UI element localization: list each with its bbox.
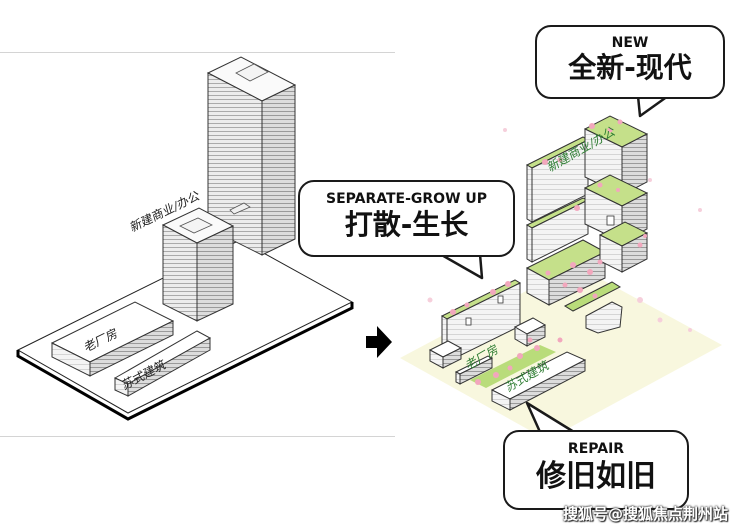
rooftop-unit: [235, 63, 269, 82]
bubble-repair-en: REPAIR: [567, 441, 625, 457]
top-divider: [0, 52, 395, 53]
bubble-repair-cn: 修旧如旧: [536, 459, 656, 494]
mid-tower: [161, 207, 235, 322]
bubble-new: NEW 全新-现代: [535, 25, 725, 99]
watermark: 搜狐号@搜狐焦点荆州站: [562, 505, 728, 523]
ground-plane: [400, 265, 722, 440]
stacked-tower-right: [583, 115, 649, 273]
podium-bridge: [229, 202, 251, 215]
old-factory-block: [50, 301, 175, 377]
bubble-repair: REPAIR 修旧如旧: [503, 430, 689, 510]
pentagon-block: [585, 301, 623, 334]
bubble-separate-cn: 打散-生长: [344, 208, 469, 241]
lower-terrace: [563, 281, 622, 312]
bubble-tail-separate: [438, 252, 484, 280]
after-scene: 新建商业/办公 老厂房 苏式建筑: [400, 115, 722, 440]
courtyard-green: [470, 345, 556, 388]
pink-trees: [450, 119, 647, 385]
bubble-separate-en: SEPARATE-GROW UP: [325, 191, 488, 207]
bubble-new-cn: 全新-现代: [568, 51, 692, 84]
bottom-divider: [0, 436, 395, 437]
bubble-separate: SEPARATE-GROW UP 打散-生长: [298, 180, 515, 257]
bubble-tail-new: [636, 94, 670, 118]
right-arrow-icon: [366, 326, 392, 358]
rooftop-unit: [179, 217, 213, 234]
tall-tower: [206, 56, 297, 256]
suzhou-style-block-after: [490, 351, 587, 411]
site-base-edge: [16, 302, 354, 421]
suzhou-style-block: [113, 330, 212, 397]
bubble-new-en: NEW: [611, 35, 649, 51]
